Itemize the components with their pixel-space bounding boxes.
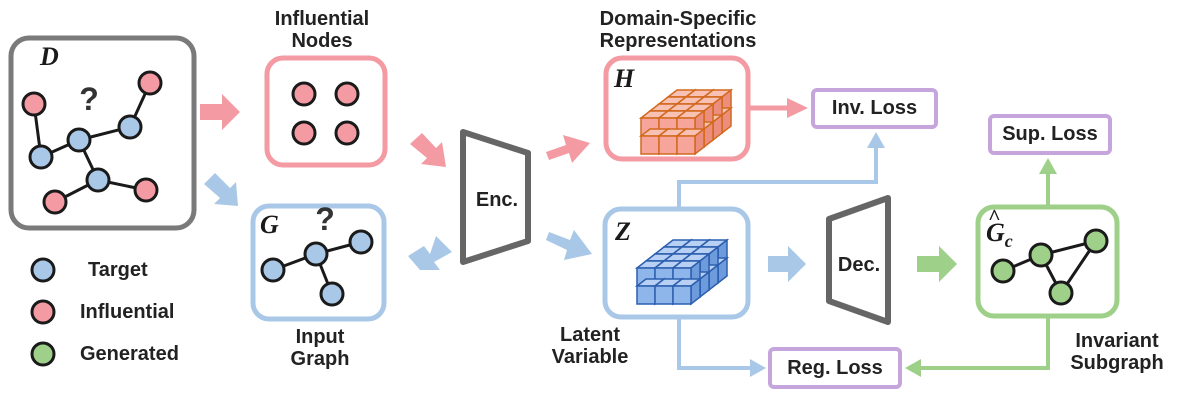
- generated-node: [990, 258, 1016, 284]
- generated-node: [1028, 242, 1054, 268]
- z-cube-stack: [634, 238, 730, 306]
- invariant-subgraph-caption-line1: Invariant: [1075, 330, 1159, 352]
- legend-generated-marker: [30, 341, 56, 367]
- encoder-block: [460, 129, 531, 265]
- arrow-decoder-to-subgraph: [917, 246, 957, 282]
- influential-nodes-title-line2: Nodes: [291, 30, 353, 52]
- domain-specific-title-line1: Domain-Specific: [599, 8, 757, 30]
- generated-node: [1048, 280, 1074, 306]
- arrow-subgraph-to-sup-loss: [1039, 158, 1057, 207]
- decoder-label: Dec.: [837, 254, 881, 276]
- arrow-input-to-encoder: [408, 236, 452, 270]
- influential-nodes-box: [264, 55, 388, 168]
- influential-node: [334, 120, 360, 146]
- target-node: [260, 257, 286, 283]
- var-z: Z: [615, 217, 631, 246]
- influential-node: [21, 91, 47, 117]
- z-cube: [670, 277, 703, 306]
- arrow-influential-to-encoder: [410, 133, 446, 167]
- arrow-to-input-graph: [204, 173, 238, 206]
- arrow-subgraph-to-reg-loss: [905, 316, 1050, 377]
- var-gc-base: G: [986, 218, 1005, 247]
- invariant-subgraph-caption: Invariant Subgraph: [1054, 330, 1180, 374]
- target-node: [303, 241, 329, 267]
- source-question-mark: ?: [79, 81, 99, 117]
- influential-node: [42, 189, 68, 215]
- source-graph-nodes: [21, 70, 163, 215]
- input-graph-nodes: [260, 229, 374, 307]
- arrow-h-to-inv-loss: [750, 98, 808, 118]
- generated-node: [1083, 228, 1109, 254]
- legend-influential-marker: [30, 299, 56, 325]
- reg-loss-box: Reg. Loss: [768, 347, 902, 389]
- var-gc-subscript: c: [1004, 231, 1013, 252]
- hat-accent: ^: [988, 204, 1001, 229]
- legend-influential-label: Influential: [80, 301, 175, 323]
- influential-node: [133, 177, 159, 203]
- target-node: [85, 167, 111, 193]
- target-node: [117, 114, 143, 140]
- arrow-to-influential: [200, 94, 240, 130]
- inv-loss-box: Inv. Loss: [811, 88, 938, 129]
- target-node: [348, 229, 374, 255]
- h-cube-stack: [638, 88, 734, 156]
- decoder-block: [826, 195, 891, 325]
- influential-node: [334, 81, 360, 107]
- arrow-z-to-decoder: [768, 246, 806, 282]
- domain-specific-title: Domain-Specific Representations: [578, 8, 778, 52]
- influential-node-set: [291, 81, 360, 146]
- encoder-label: Enc.: [475, 189, 519, 211]
- legend-target-marker: [30, 257, 56, 283]
- domain-specific-title-line2: Representations: [599, 30, 757, 52]
- legend-markers: [30, 257, 56, 367]
- invariant-subgraph-caption-line2: Subgraph: [1070, 352, 1164, 374]
- sup-loss-box: Sup. Loss: [988, 114, 1112, 155]
- input-question-mark: ?: [315, 201, 335, 237]
- influential-nodes-title: Influential Nodes: [232, 8, 412, 52]
- influential-node: [291, 81, 317, 107]
- influential-node: [291, 120, 317, 146]
- latent-variable-caption-line1: Latent: [560, 324, 620, 346]
- target-node: [28, 144, 54, 170]
- arrow-encoder-to-h: [546, 135, 590, 163]
- h-cube: [674, 127, 707, 156]
- influential-node: [137, 70, 163, 96]
- input-graph-caption: Input Graph: [260, 326, 380, 370]
- subgraph-nodes: [990, 228, 1109, 306]
- legend-target-label: Target: [88, 259, 148, 281]
- var-gc: ^ Gc: [986, 204, 1013, 252]
- var-d: D: [40, 42, 59, 71]
- latent-variable-caption-line2: Variable: [551, 346, 629, 368]
- arrow-encoder-to-z: [546, 230, 592, 260]
- arrow-z-to-inv-loss: [677, 132, 885, 209]
- latent-variable-caption: Latent Variable: [530, 324, 650, 368]
- input-graph-caption-line2: Graph: [290, 348, 350, 370]
- legend-generated-label: Generated: [80, 343, 179, 365]
- influential-nodes-title-line1: Influential: [274, 8, 370, 30]
- var-h: H: [614, 64, 635, 93]
- target-node: [66, 127, 92, 153]
- target-node: [319, 281, 345, 307]
- var-g: G: [260, 210, 279, 239]
- arrow-z-to-reg-loss: [677, 317, 766, 377]
- var-gc-base-wrap: ^ G: [986, 204, 1005, 248]
- input-graph-caption-line1: Input: [295, 326, 345, 348]
